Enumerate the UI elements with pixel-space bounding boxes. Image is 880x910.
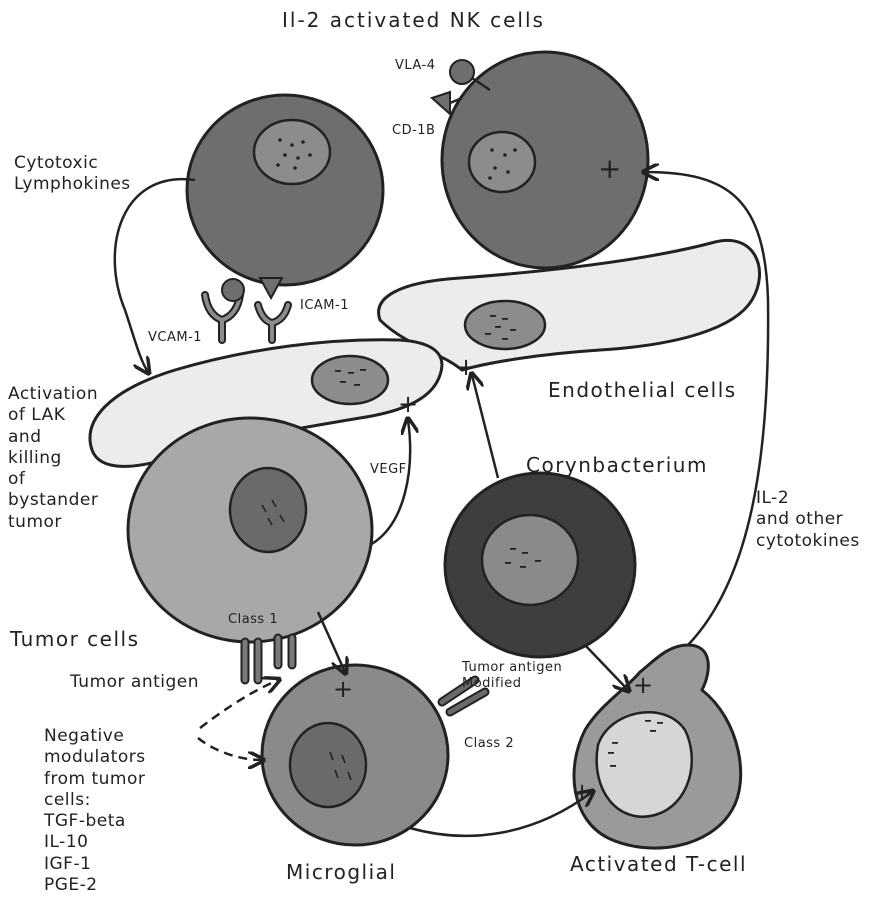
diagram-title: Il-2 activated NK cells <box>282 8 545 33</box>
label-corynbacterium: Corynbacterium <box>526 453 708 478</box>
label-cytotoxic: Cytotoxic Lymphokines <box>14 153 131 196</box>
plus-tcell-left: + <box>572 778 592 806</box>
label-microglial: Microglial <box>286 860 396 885</box>
label-icam1: ICAM-1 <box>300 298 349 314</box>
label-tumor-cells: Tumor cells <box>10 627 140 652</box>
arrow-tumor-microglial <box>318 612 345 672</box>
class1-receptor <box>245 638 292 680</box>
tumor-cell <box>128 418 372 642</box>
label-il2: IL-2 and other cytotokines <box>756 488 860 552</box>
plus-microglial: + <box>333 675 353 703</box>
label-cd1b: CD-1B <box>392 123 435 139</box>
microglial-cell <box>262 665 448 845</box>
plus-endo-left: + <box>398 390 418 418</box>
arrow-coryn-endo <box>472 375 498 478</box>
plus-endo-right: + <box>456 353 476 381</box>
activated-tcell <box>574 645 741 848</box>
label-tumor-antigen-modified: Tumor antigen Modified <box>462 660 562 693</box>
nk-cell-left <box>187 95 383 285</box>
label-negative-modulators: Negative modulators from tumor cells: TG… <box>44 726 146 896</box>
label-class1: Class 1 <box>228 612 278 628</box>
arrow-neg-microglial <box>198 738 262 760</box>
label-tumor-antigen: Tumor antigen <box>70 672 199 693</box>
arrow-vegf <box>370 420 410 545</box>
arrow-coryn-tcell <box>585 645 628 690</box>
arrow-neg-antigen <box>200 680 278 728</box>
label-endothelial: Endothelial cells <box>548 378 737 403</box>
label-vcam1: VCAM-1 <box>148 330 202 346</box>
label-activated-tcell: Activated T-cell <box>570 852 747 877</box>
label-class2: Class 2 <box>464 736 514 752</box>
label-vegf: VEGF <box>370 462 407 478</box>
adhesion-receptors <box>205 278 288 340</box>
plus-nk-right: + <box>598 152 621 185</box>
label-activation: Activation of LAK and killing of bystand… <box>8 384 98 533</box>
label-vla4: VLA-4 <box>395 58 436 74</box>
plus-tcell-top: + <box>633 671 653 699</box>
corynbacterium-cell <box>445 473 635 657</box>
